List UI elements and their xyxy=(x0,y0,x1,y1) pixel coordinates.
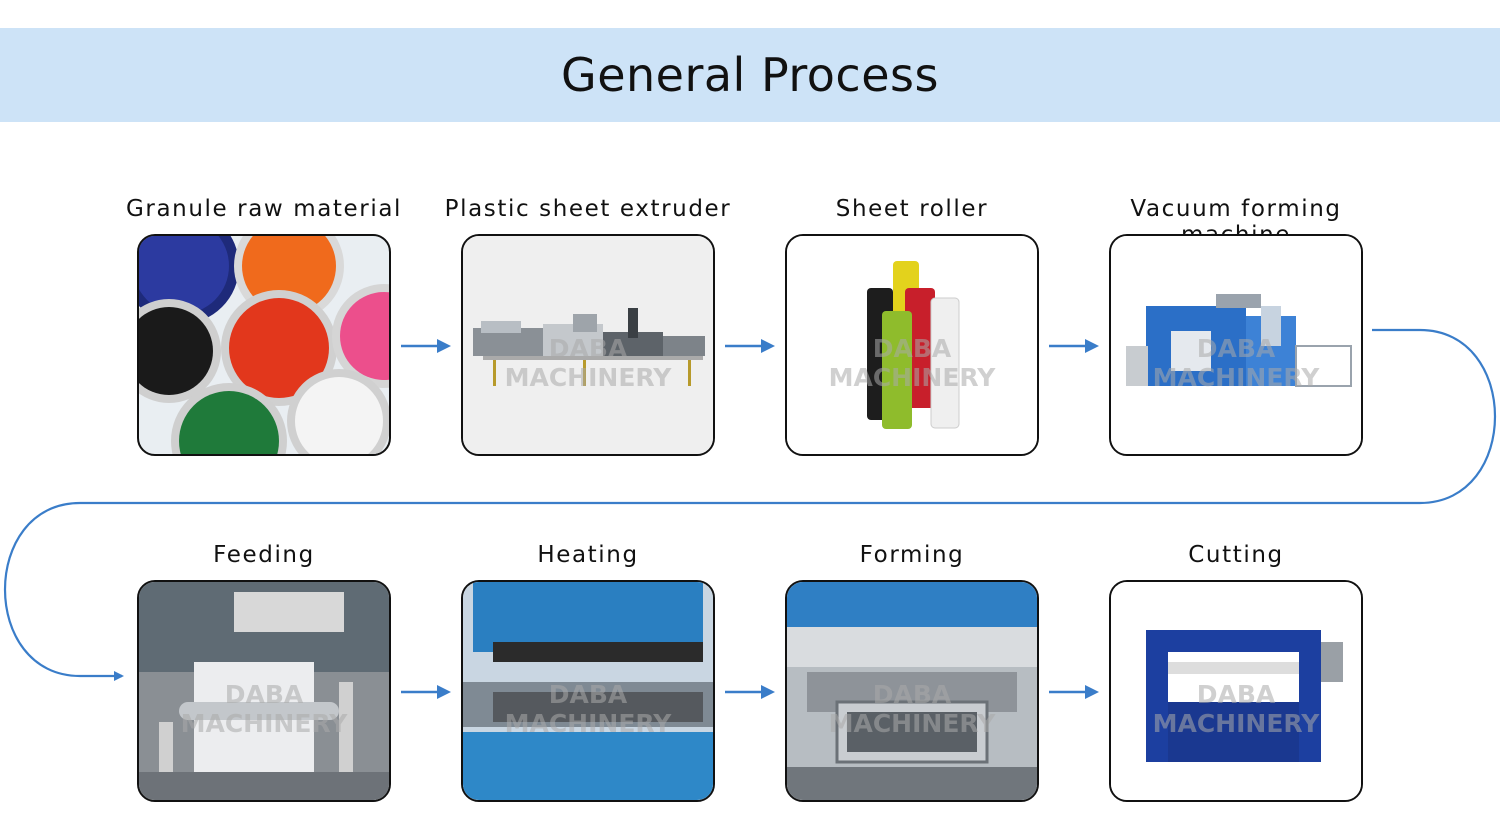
step-label-heating: Heating xyxy=(537,542,639,568)
arrow-right-icon xyxy=(1049,339,1099,353)
arrow-right-icon xyxy=(1049,685,1099,699)
sheet-feeding-image: DABA MACHINERY xyxy=(137,580,391,802)
plastic-sheet-rolls-image: DABA MACHINERY xyxy=(785,234,1039,456)
vacuum-forming-machine-image: DABA MACHINERY xyxy=(1109,234,1363,456)
page-title: General Process xyxy=(561,48,939,102)
step-label-sheet-roller: Sheet roller xyxy=(835,196,989,222)
forming-station-image: DABA MACHINERY xyxy=(785,580,1039,802)
watermark: DABA MACHINERY xyxy=(1152,680,1320,738)
step-label-granule: Granule raw material xyxy=(125,196,403,222)
step-label-feeding: Feeding xyxy=(213,542,315,568)
step-label-cutting: Cutting xyxy=(1188,542,1284,568)
watermark: DABA MACHINERY xyxy=(828,334,996,392)
watermark: DABA MACHINERY xyxy=(180,680,348,738)
heating-station-image: DABA MACHINERY xyxy=(461,580,715,802)
watermark: DABA MACHINERY xyxy=(828,680,996,738)
arrow-right-icon xyxy=(401,339,451,353)
arrow-right-icon xyxy=(725,685,775,699)
watermark: DABA MACHINERY xyxy=(504,334,672,392)
title-banner: General Process xyxy=(0,28,1500,122)
arrow-right-icon xyxy=(725,339,775,353)
step-label-forming: Forming xyxy=(859,542,965,568)
colored-plastic-granules-image xyxy=(137,234,391,456)
watermark: DABA MACHINERY xyxy=(1152,334,1320,392)
extruder-line-image: DABA MACHINERY xyxy=(461,234,715,456)
cutting-press-image: DABA MACHINERY xyxy=(1109,580,1363,802)
arrow-right-icon xyxy=(401,685,451,699)
step-label-extruder: Plastic sheet extruder xyxy=(444,196,732,222)
watermark: DABA MACHINERY xyxy=(504,680,672,738)
